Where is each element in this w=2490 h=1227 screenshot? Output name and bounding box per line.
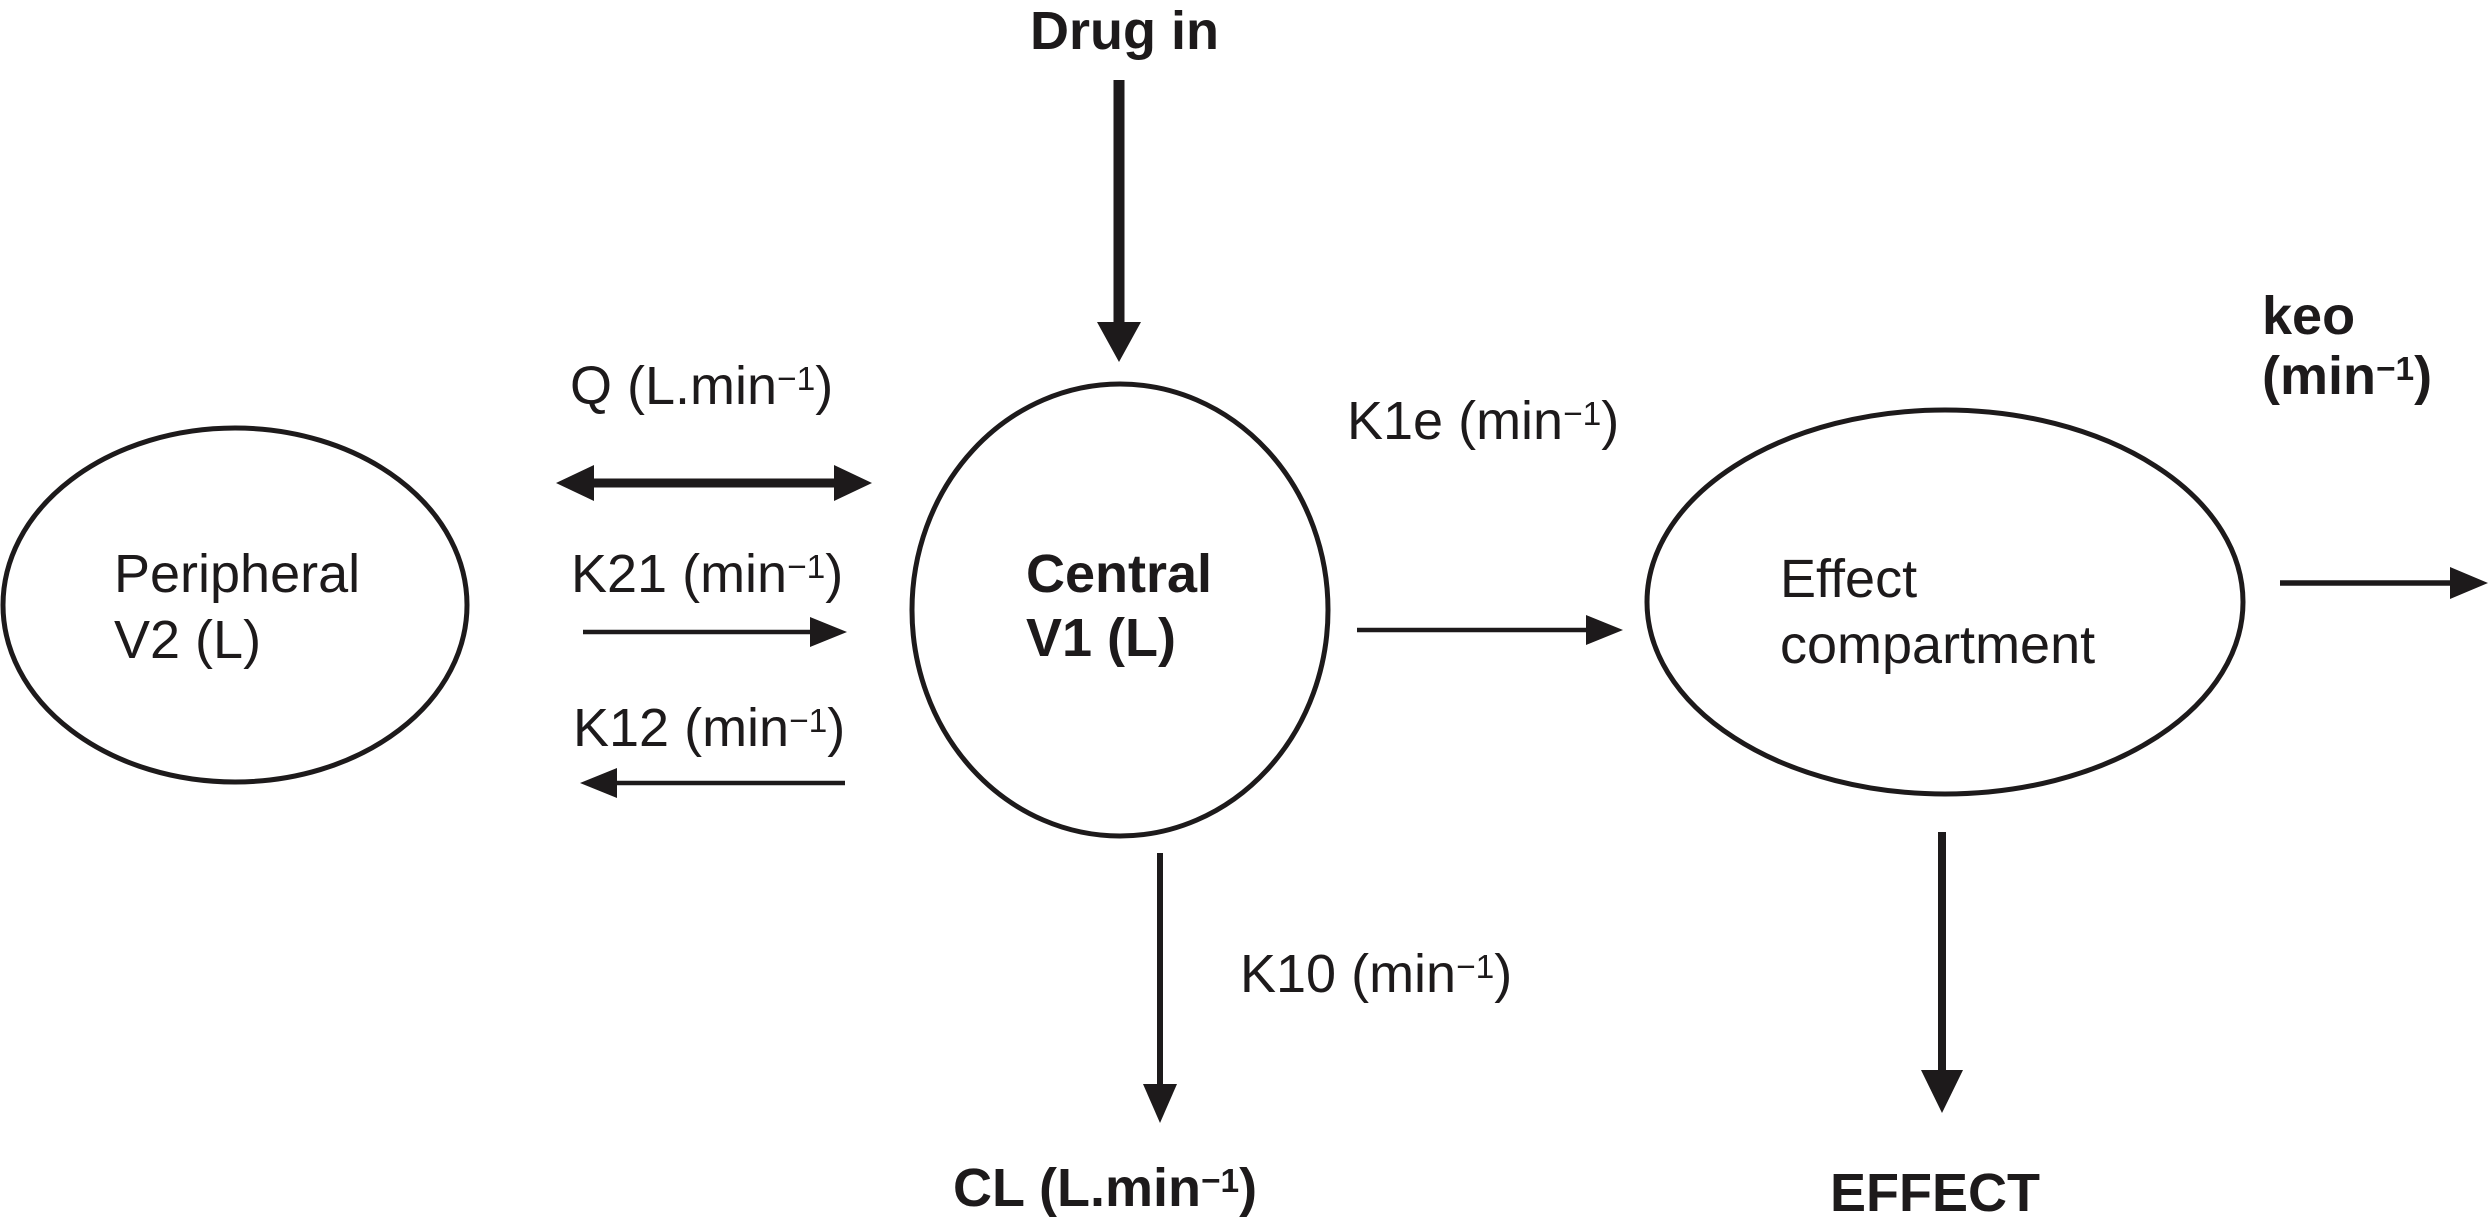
- k10-rate-exponent: −1: [1456, 948, 1495, 986]
- peripheral-label-line1: Peripheral: [114, 544, 361, 604]
- k12-rate-exponent: −1: [789, 702, 828, 740]
- q-double-arrow: [556, 465, 872, 501]
- k12-rate-label: K12 (min−1): [573, 696, 845, 760]
- q-rate-close: ): [815, 356, 834, 416]
- k21-rate-close: ): [825, 544, 844, 604]
- q-rate-exponent: −1: [777, 360, 816, 398]
- keo-rate-line1: keo: [2262, 286, 2356, 346]
- arrow-head-right: [834, 465, 872, 501]
- central-label-line1: Central: [1026, 544, 1213, 604]
- arrow-head: [810, 617, 847, 647]
- k12-rate-close: ): [827, 698, 846, 758]
- k12-rate-text: K12 (min: [573, 698, 790, 758]
- k1e-rate-exponent: −1: [1563, 395, 1602, 433]
- arrow-head: [1586, 615, 1623, 645]
- k1e-rate-label: K1e (min−1): [1347, 389, 1619, 453]
- keo-rate-line2: (min−1): [2262, 346, 2432, 406]
- central-label-line2: V1 (L): [1026, 608, 1177, 668]
- q-rate-label: Q (L.min−1): [570, 354, 833, 418]
- drug-in-label: Drug in: [1030, 1, 1219, 61]
- effect-compartment-label: Effect compartment: [1780, 546, 2095, 678]
- central-ellipse: [909, 381, 1331, 839]
- arrow-head: [1097, 322, 1141, 362]
- drug-in-arrow: [1097, 80, 1141, 362]
- k10-rate-close: ): [1494, 944, 1513, 1004]
- keo-rate-label: keo (min−1): [2262, 286, 2432, 406]
- keo-rate-exponent: −1: [2376, 350, 2415, 388]
- k12-arrow: [580, 768, 845, 798]
- arrow-head: [1921, 1070, 1963, 1113]
- effect-down-arrow: [1921, 832, 1963, 1113]
- arrow-head: [2450, 567, 2488, 599]
- k10-arrow: [1143, 853, 1177, 1123]
- keo-rate-close: ): [2414, 346, 2433, 406]
- arrow-head: [580, 768, 617, 798]
- k21-rate-text: K21 (min: [571, 544, 788, 604]
- effect-output-label: EFFECT: [1830, 1163, 2040, 1223]
- effect-ellipse: [1644, 407, 2246, 797]
- k10-rate-text: K10 (min: [1240, 944, 1457, 1004]
- clearance-exponent: −1: [1200, 1162, 1240, 1200]
- k21-rate-label: K21 (min−1): [571, 542, 843, 606]
- arrow-head-left: [556, 465, 594, 501]
- central-ellipse-outline: [909, 381, 1331, 839]
- clearance-text: CL (L.min: [953, 1158, 1201, 1218]
- keo-rate-text: (min: [2262, 346, 2376, 406]
- effect-label-line1: Effect: [1780, 549, 1918, 609]
- peripheral-ellipse: [0, 425, 470, 785]
- central-compartment-label: Central V1 (L): [1026, 542, 1212, 670]
- q-rate-text: Q (L.min: [570, 356, 778, 416]
- k1e-rate-close: ): [1601, 391, 1620, 451]
- clearance-close: ): [1239, 1158, 1258, 1218]
- peripheral-ellipse-outline: [0, 425, 470, 785]
- clearance-label: CL (L.min−1): [953, 1156, 1257, 1220]
- k1e-arrow: [1357, 615, 1623, 645]
- k1e-rate-text: K1e (min: [1347, 391, 1564, 451]
- k10-rate-label: K10 (min−1): [1240, 942, 1512, 1006]
- k21-rate-exponent: −1: [787, 548, 826, 586]
- arrow-head: [1143, 1084, 1177, 1123]
- keo-arrow: [2280, 567, 2488, 599]
- peripheral-compartment-label: Peripheral V2 (L): [114, 541, 360, 673]
- effect-ellipse-outline: [1644, 407, 2246, 797]
- k21-arrow: [583, 617, 847, 647]
- peripheral-label-line2: V2 (L): [114, 610, 262, 670]
- effect-label-line2: compartment: [1780, 615, 2096, 675]
